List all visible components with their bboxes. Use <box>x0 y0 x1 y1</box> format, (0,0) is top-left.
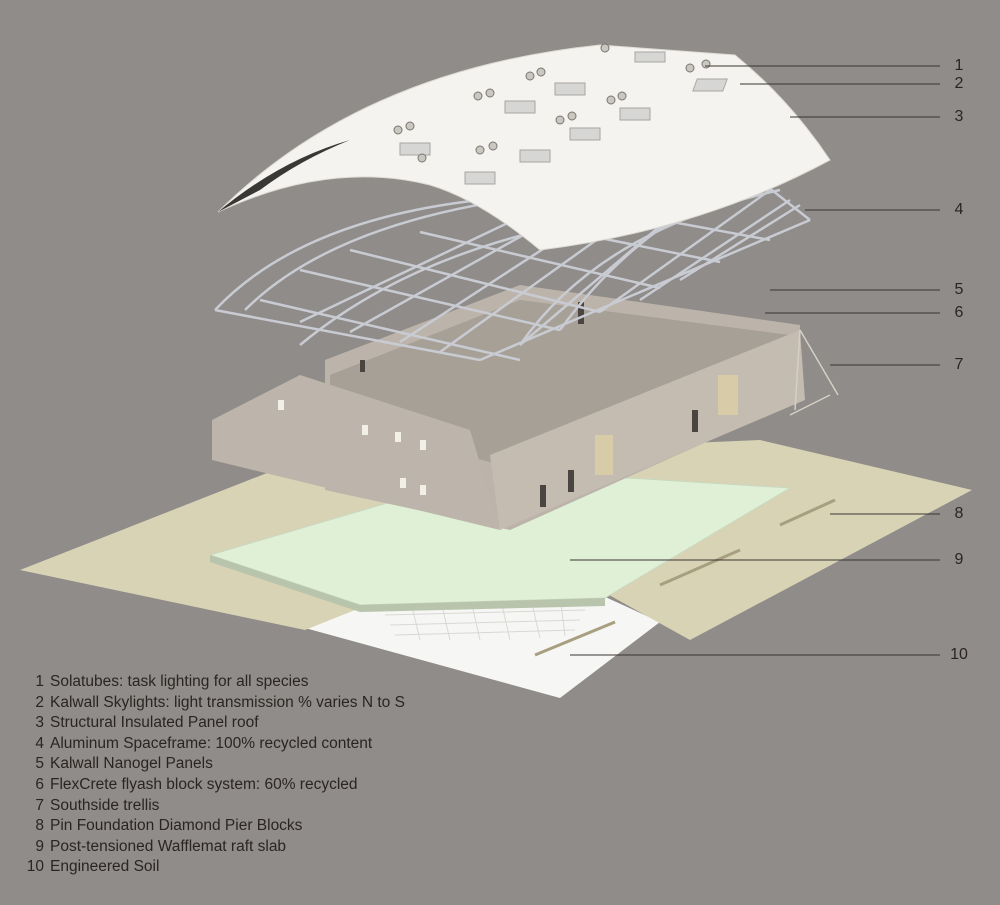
roof-underside <box>218 140 350 212</box>
legend-item: 3 Structural Insulated Panel roof <box>24 713 405 734</box>
legend-number: 10 <box>26 858 44 876</box>
callout-number-8: 8 <box>954 505 964 522</box>
diamond-pier-blocks <box>534 498 836 657</box>
legend-item: 2 Kalwall Skylights: light transmission %… <box>24 693 405 714</box>
legend-number: 8 <box>35 817 44 835</box>
kalwall-skylights <box>399 51 728 185</box>
legend-label: Kalwall Skylights: light transmission % … <box>50 693 405 711</box>
legend-item: 8 Pin Foundation Diamond Pier Blocks <box>24 816 405 837</box>
callout-number-6: 6 <box>954 304 964 321</box>
legend-label: Southside trellis <box>50 796 160 814</box>
legend-label: Solatubes: task lighting for all species <box>50 673 309 690</box>
door-panels <box>595 375 738 475</box>
legend-label: Engineered Soil <box>50 858 160 876</box>
sip-roof <box>217 44 831 251</box>
window-openings <box>360 302 698 507</box>
legend-label: FlexCrete flyash block system: 60% recyc… <box>50 775 358 793</box>
legend-number: 4 <box>35 734 44 752</box>
legend: 1 Solatubes: task lighting for all specie… <box>24 672 405 878</box>
legend-number: 5 <box>35 755 44 773</box>
slab-edge <box>210 555 605 612</box>
legend-number: 3 <box>35 714 44 732</box>
callout-number-9: 9 <box>954 551 964 568</box>
callout-number-3: 3 <box>954 108 964 125</box>
legend-number: 9 <box>35 837 44 855</box>
callout-number-2: 2 <box>954 75 964 92</box>
legend-item: 9 Post-tensioned Wafflemat raft slab <box>24 837 405 858</box>
callout-leader-lines <box>570 65 940 656</box>
legend-label: Kalwall Nanogel Panels <box>50 755 213 773</box>
solatubes <box>393 43 711 163</box>
legend-item: 5 Kalwall Nanogel Panels <box>24 754 405 775</box>
legend-number: 2 <box>35 693 44 711</box>
wall-windows <box>278 400 426 495</box>
legend-item: 7 Southside trellis <box>24 796 405 817</box>
legend-label: Post-tensioned Wafflemat raft slab <box>50 837 287 855</box>
engineered-soil-layer <box>305 590 660 698</box>
legend-item: 1 Solatubes: task lighting for all specie… <box>24 672 405 693</box>
flexcrete-wall-west <box>212 375 500 530</box>
legend-label: Aluminum Spaceframe: 100% recycled conte… <box>50 734 373 752</box>
legend-number: 6 <box>35 775 44 793</box>
legend-number: 7 <box>35 796 44 814</box>
callout-number-10: 10 <box>950 646 968 663</box>
legend-label: Pin Foundation Diamond Pier Blocks <box>50 817 303 835</box>
legend-item: 6 FlexCrete flyash block system: 60% recy… <box>24 775 405 796</box>
callout-number-4: 4 <box>954 201 964 218</box>
legend-item: 4 Aluminum Spaceframe: 100% recycled cont… <box>24 734 405 755</box>
legend-number: 1 <box>35 673 44 690</box>
legend-label: Structural Insulated Panel roof <box>50 714 259 732</box>
southside-trellis <box>789 329 839 416</box>
callout-number-1: 1 <box>954 57 964 74</box>
callout-number-5: 5 <box>954 281 964 298</box>
legend-item: 10 Engineered Soil <box>24 857 405 878</box>
callout-number-7: 7 <box>954 356 964 373</box>
